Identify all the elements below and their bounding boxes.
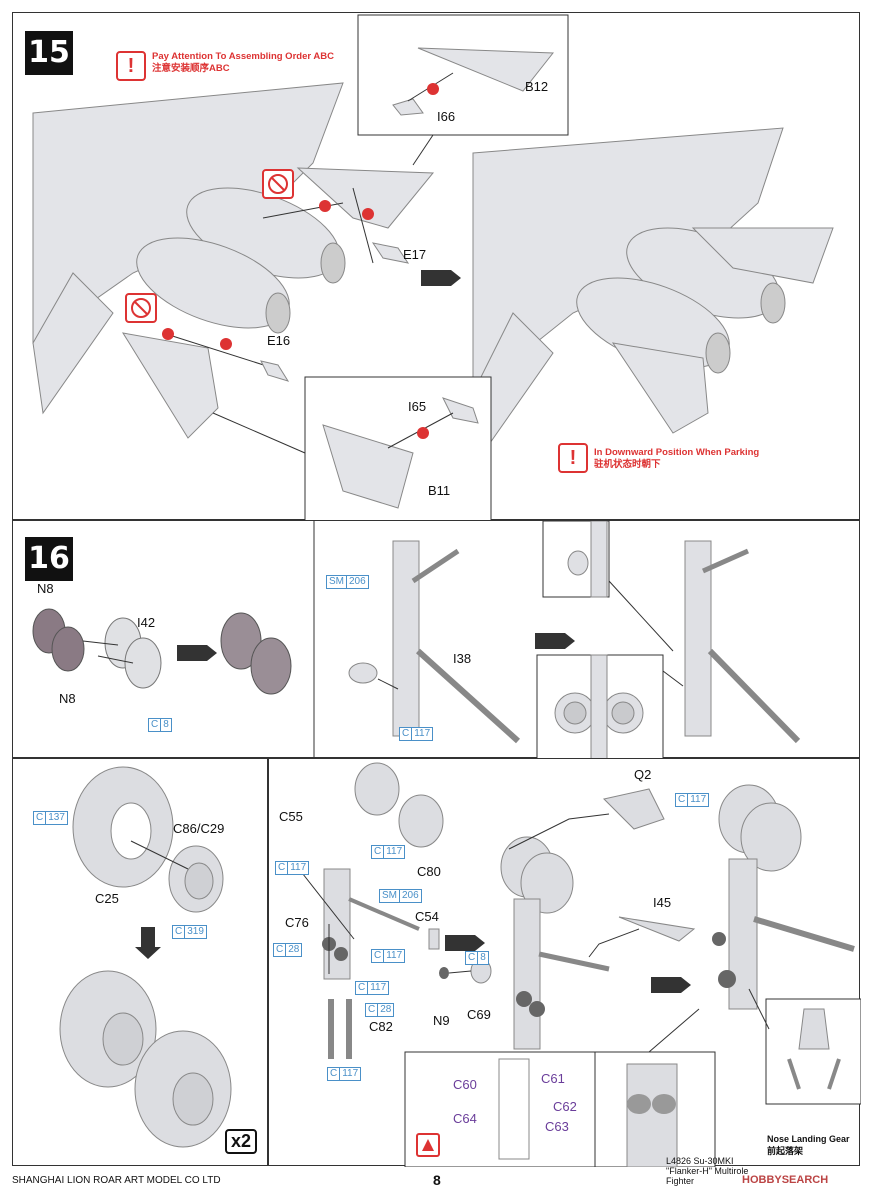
step-16-drawing bbox=[32, 521, 801, 759]
direction-arrow-icon bbox=[177, 645, 217, 661]
warning-text-en: In Downward Position When Parking bbox=[594, 447, 760, 458]
watermark: HOBBYSEARCH bbox=[742, 1174, 829, 1186]
part-label: I65 bbox=[408, 399, 427, 414]
warning-text-cn: 注意安装顺序ABC bbox=[152, 63, 230, 74]
part-label: C62 bbox=[553, 1099, 577, 1114]
caption-cn: 前起落架 bbox=[767, 1146, 804, 1156]
warning-text-cn: 驻机状态时朝下 bbox=[594, 459, 661, 470]
company-name: SHANGHAI LION ROAR ART MODEL CO LTD bbox=[12, 1175, 221, 1186]
part-label: N9 bbox=[433, 1013, 450, 1028]
direction-arrow-icon bbox=[651, 977, 691, 993]
part-label: C69 bbox=[467, 1007, 491, 1022]
warning-icon: ! bbox=[558, 443, 588, 473]
caption-en: Nose Landing Gear bbox=[767, 1134, 850, 1144]
warning-icon: ! bbox=[116, 51, 146, 81]
part-label: C86/C29 bbox=[173, 821, 225, 836]
part-label: E16 bbox=[267, 333, 291, 348]
step-15-panel: 15 ! Pay Attention To Assembling Order A… bbox=[12, 12, 860, 521]
part-label: N8 bbox=[37, 581, 54, 596]
page-number: 8 bbox=[433, 1172, 441, 1188]
part-label: B12 bbox=[525, 79, 549, 94]
part-label: C61 bbox=[541, 1071, 565, 1086]
step-number: 15 bbox=[25, 31, 73, 75]
product-name: L4826 Su-30MKI "Flanker-H" Multirole Fig… bbox=[666, 1156, 749, 1186]
direction-arrow-icon bbox=[421, 270, 461, 286]
part-label: Q2 bbox=[634, 767, 652, 782]
part-label: C64 bbox=[453, 1111, 477, 1126]
part-label: C25 bbox=[95, 891, 119, 906]
part-label: I42 bbox=[137, 615, 156, 630]
parking-warning: ! In Downward Position When Parking 驻机状态… bbox=[558, 443, 759, 473]
part-label: C54 bbox=[415, 909, 439, 924]
part-label: C55 bbox=[279, 809, 303, 824]
part-label: I45 bbox=[653, 895, 672, 910]
part-label: N8 bbox=[59, 691, 76, 706]
quantity-badge: x2 bbox=[225, 1129, 258, 1154]
tire-drawing bbox=[59, 766, 232, 1148]
nose-gear-caption: Nose Landing Gear 前起落架 bbox=[767, 1134, 850, 1157]
direction-arrow-icon bbox=[445, 935, 485, 951]
part-label: C76 bbox=[285, 915, 309, 930]
direction-arrow-icon bbox=[535, 633, 575, 649]
part-label: C82 bbox=[369, 1019, 393, 1034]
part-label: C63 bbox=[545, 1119, 569, 1134]
part-label: C60 bbox=[453, 1077, 477, 1092]
part-label: C80 bbox=[417, 864, 441, 879]
step-15-drawing bbox=[32, 14, 834, 521]
assembly-order-warning: ! Pay Attention To Assembling Order ABC … bbox=[116, 51, 334, 81]
step-number: 16 bbox=[25, 537, 73, 581]
part-label: I38 bbox=[453, 651, 472, 666]
part-label: E17 bbox=[403, 247, 427, 262]
part-label: I66 bbox=[437, 109, 456, 124]
part-label: B11 bbox=[428, 483, 451, 498]
nose-gear-drawing bbox=[298, 762, 861, 1167]
warning-text-en: Pay Attention To Assembling Order ABC bbox=[152, 51, 334, 62]
